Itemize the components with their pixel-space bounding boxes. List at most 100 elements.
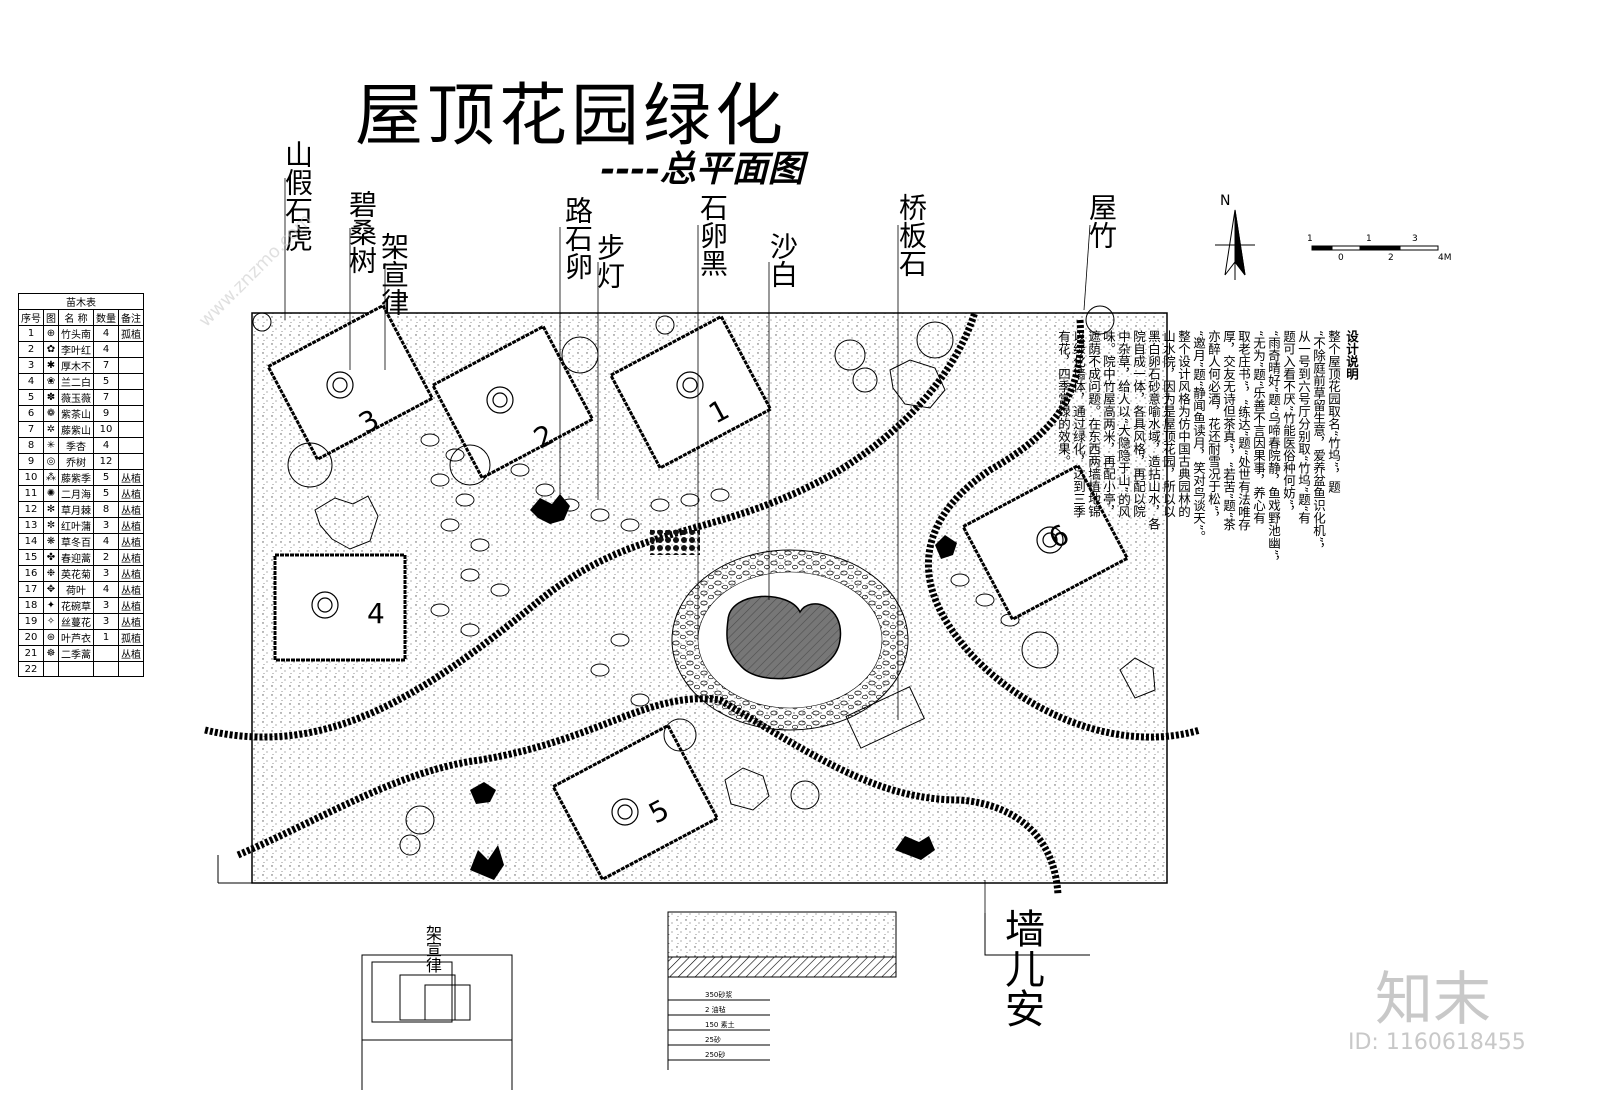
shrub-outlines [314, 359, 1156, 811]
plant-table-cell: 丛植 [118, 533, 144, 550]
scale-tick-2: 1 [1366, 234, 1372, 244]
plant-table-cell: 10 [93, 421, 119, 438]
design-notes-column: 题可入看不厌”竹能医俗种何妨”， [1281, 330, 1296, 518]
plant-table-cell: 15 [18, 549, 44, 566]
plant-table-cell [118, 357, 144, 374]
callout-label-pebble-path: 路石卵 [561, 196, 594, 280]
plant-table-cell: 3 [93, 597, 119, 614]
plant-table-cell: 10 [18, 469, 44, 486]
plant-table-cell: ✳ [43, 437, 59, 454]
plant-table-header: 名 称 [58, 309, 94, 326]
plant-table-cell: 孤植 [118, 629, 144, 646]
callout-leaders [284, 178, 1091, 913]
plant-table-cell: 3 [18, 357, 44, 374]
plant-table-cell: 紫茶山 [58, 405, 94, 422]
plant-table-cell: 丛植 [118, 517, 144, 534]
scale-tick-1: 1 [1307, 234, 1313, 244]
plant-table-cell: 18 [18, 597, 44, 614]
design-notes-heading: 设计说明 [1344, 330, 1359, 380]
plant-table-cell: 草冬百 [58, 533, 94, 550]
plant-table-cell [118, 453, 144, 470]
watermark-brand: 知末 [1375, 965, 1492, 1033]
plant-table-cell: ◎ [43, 453, 59, 470]
design-notes-column: 从一号到六号厅分别取“竹坞”题“有 [1296, 330, 1311, 525]
plant-table-cell: 4 [93, 341, 119, 358]
plant-table-cell [118, 341, 144, 358]
scale-tick-6: 4M [1438, 253, 1452, 263]
scale-bar [1311, 245, 1439, 251]
plant-table-cell: 5 [18, 389, 44, 406]
plant-table-cell: 1 [18, 325, 44, 342]
plant-table-cell: 19 [18, 613, 44, 630]
design-notes-column: 有花，四季常绿的效果。 [1056, 330, 1071, 468]
plant-table-cell: 20 [18, 629, 44, 646]
section-label-2: 2 油毡 [705, 1006, 726, 1014]
plant-table-cell: 12 [93, 453, 119, 470]
plant-table-cell: 藤紫山 [58, 421, 94, 438]
plant-table-cell: 6 [18, 405, 44, 422]
section-detail [667, 911, 897, 1070]
plant-table-cell: ✺ [43, 485, 59, 502]
plant-table-row: 21☸二季蒿丛植 [18, 645, 144, 662]
plant-table-cell: 荷叶 [58, 581, 94, 598]
plant-table-cell: 22 [18, 661, 44, 677]
hedge-right [924, 319, 1202, 741]
plant-table-cell [58, 661, 94, 677]
plant-table-cell: 5 [93, 469, 119, 486]
plant-table-header: 数量 [93, 309, 119, 326]
plant-table-cell: 藤紫季 [58, 469, 94, 486]
scale-tick-4: 0 [1338, 253, 1344, 263]
plant-table-cell: 4 [93, 325, 119, 342]
plant-table-cell [93, 661, 119, 677]
plant-table-cell: ✧ [43, 613, 59, 630]
callout-label-step-light: 步灯 [593, 233, 626, 289]
design-notes-column: 厚，交友无诗但茶真”，“若苦”题“茶 [1221, 330, 1236, 531]
plant-table-cell: ⊕ [43, 325, 59, 342]
design-notes-column: 遮荫不成问题。在东西两墙植地锦 [1086, 330, 1101, 518]
plant-table-cell: 7 [93, 357, 119, 374]
pergola-label: 架宣律 [423, 925, 442, 973]
plant-table-cell: ✻ [43, 501, 59, 518]
pavilions [266, 303, 1130, 882]
plant-table-cell: 9 [18, 453, 44, 470]
plant-table-cell [118, 421, 144, 438]
design-notes-column: 亦醉人何必酒，花还耐雪况于松”， [1206, 330, 1221, 524]
plant-table-cell: 9 [93, 405, 119, 422]
design-notes-column: 以绿化墙体，通过绿化，达到三季 [1071, 330, 1086, 518]
design-notes: 设计说明 整个屋顶花园取名“竹坞”，题“不除庭前草留生意，爱养盆鱼识化机”，从一… [1056, 330, 1359, 600]
plant-table-cell: 丛植 [118, 501, 144, 518]
plant-table-cell: 8 [18, 437, 44, 454]
plant-table-cell: 二季蒿 [58, 645, 94, 662]
plant-table-cell: 4 [93, 437, 119, 454]
plant-table-cell: 乔树 [58, 453, 94, 470]
plant-table-cell: 春迎蒿 [58, 549, 94, 566]
pavilion-furniture [311, 371, 1064, 826]
plant-table-cell: 丛植 [118, 581, 144, 598]
plant-table-cell: ☸ [43, 645, 59, 662]
plant-table-cell: 4 [93, 533, 119, 550]
plant-table-cell: 丛植 [118, 549, 144, 566]
plant-table-cell: 丛植 [118, 613, 144, 630]
plant-table-cell: 16 [18, 565, 44, 582]
plant-table-cell: 英花菊 [58, 565, 94, 582]
plant-table-header: 备注 [118, 309, 144, 326]
wall-label: 墙儿安 [998, 908, 1044, 1028]
design-notes-column: 中杂草，给人以“大隐隐于山”的风 [1116, 330, 1131, 518]
design-notes-column: “雨奇晴好”题“乌啼春院静，鱼戏野池幽”， [1266, 330, 1281, 569]
plant-table-cell: ✱ [43, 357, 59, 374]
plant-table-cell: ✲ [43, 421, 59, 438]
section-label-4: 25砂 [705, 1036, 721, 1044]
